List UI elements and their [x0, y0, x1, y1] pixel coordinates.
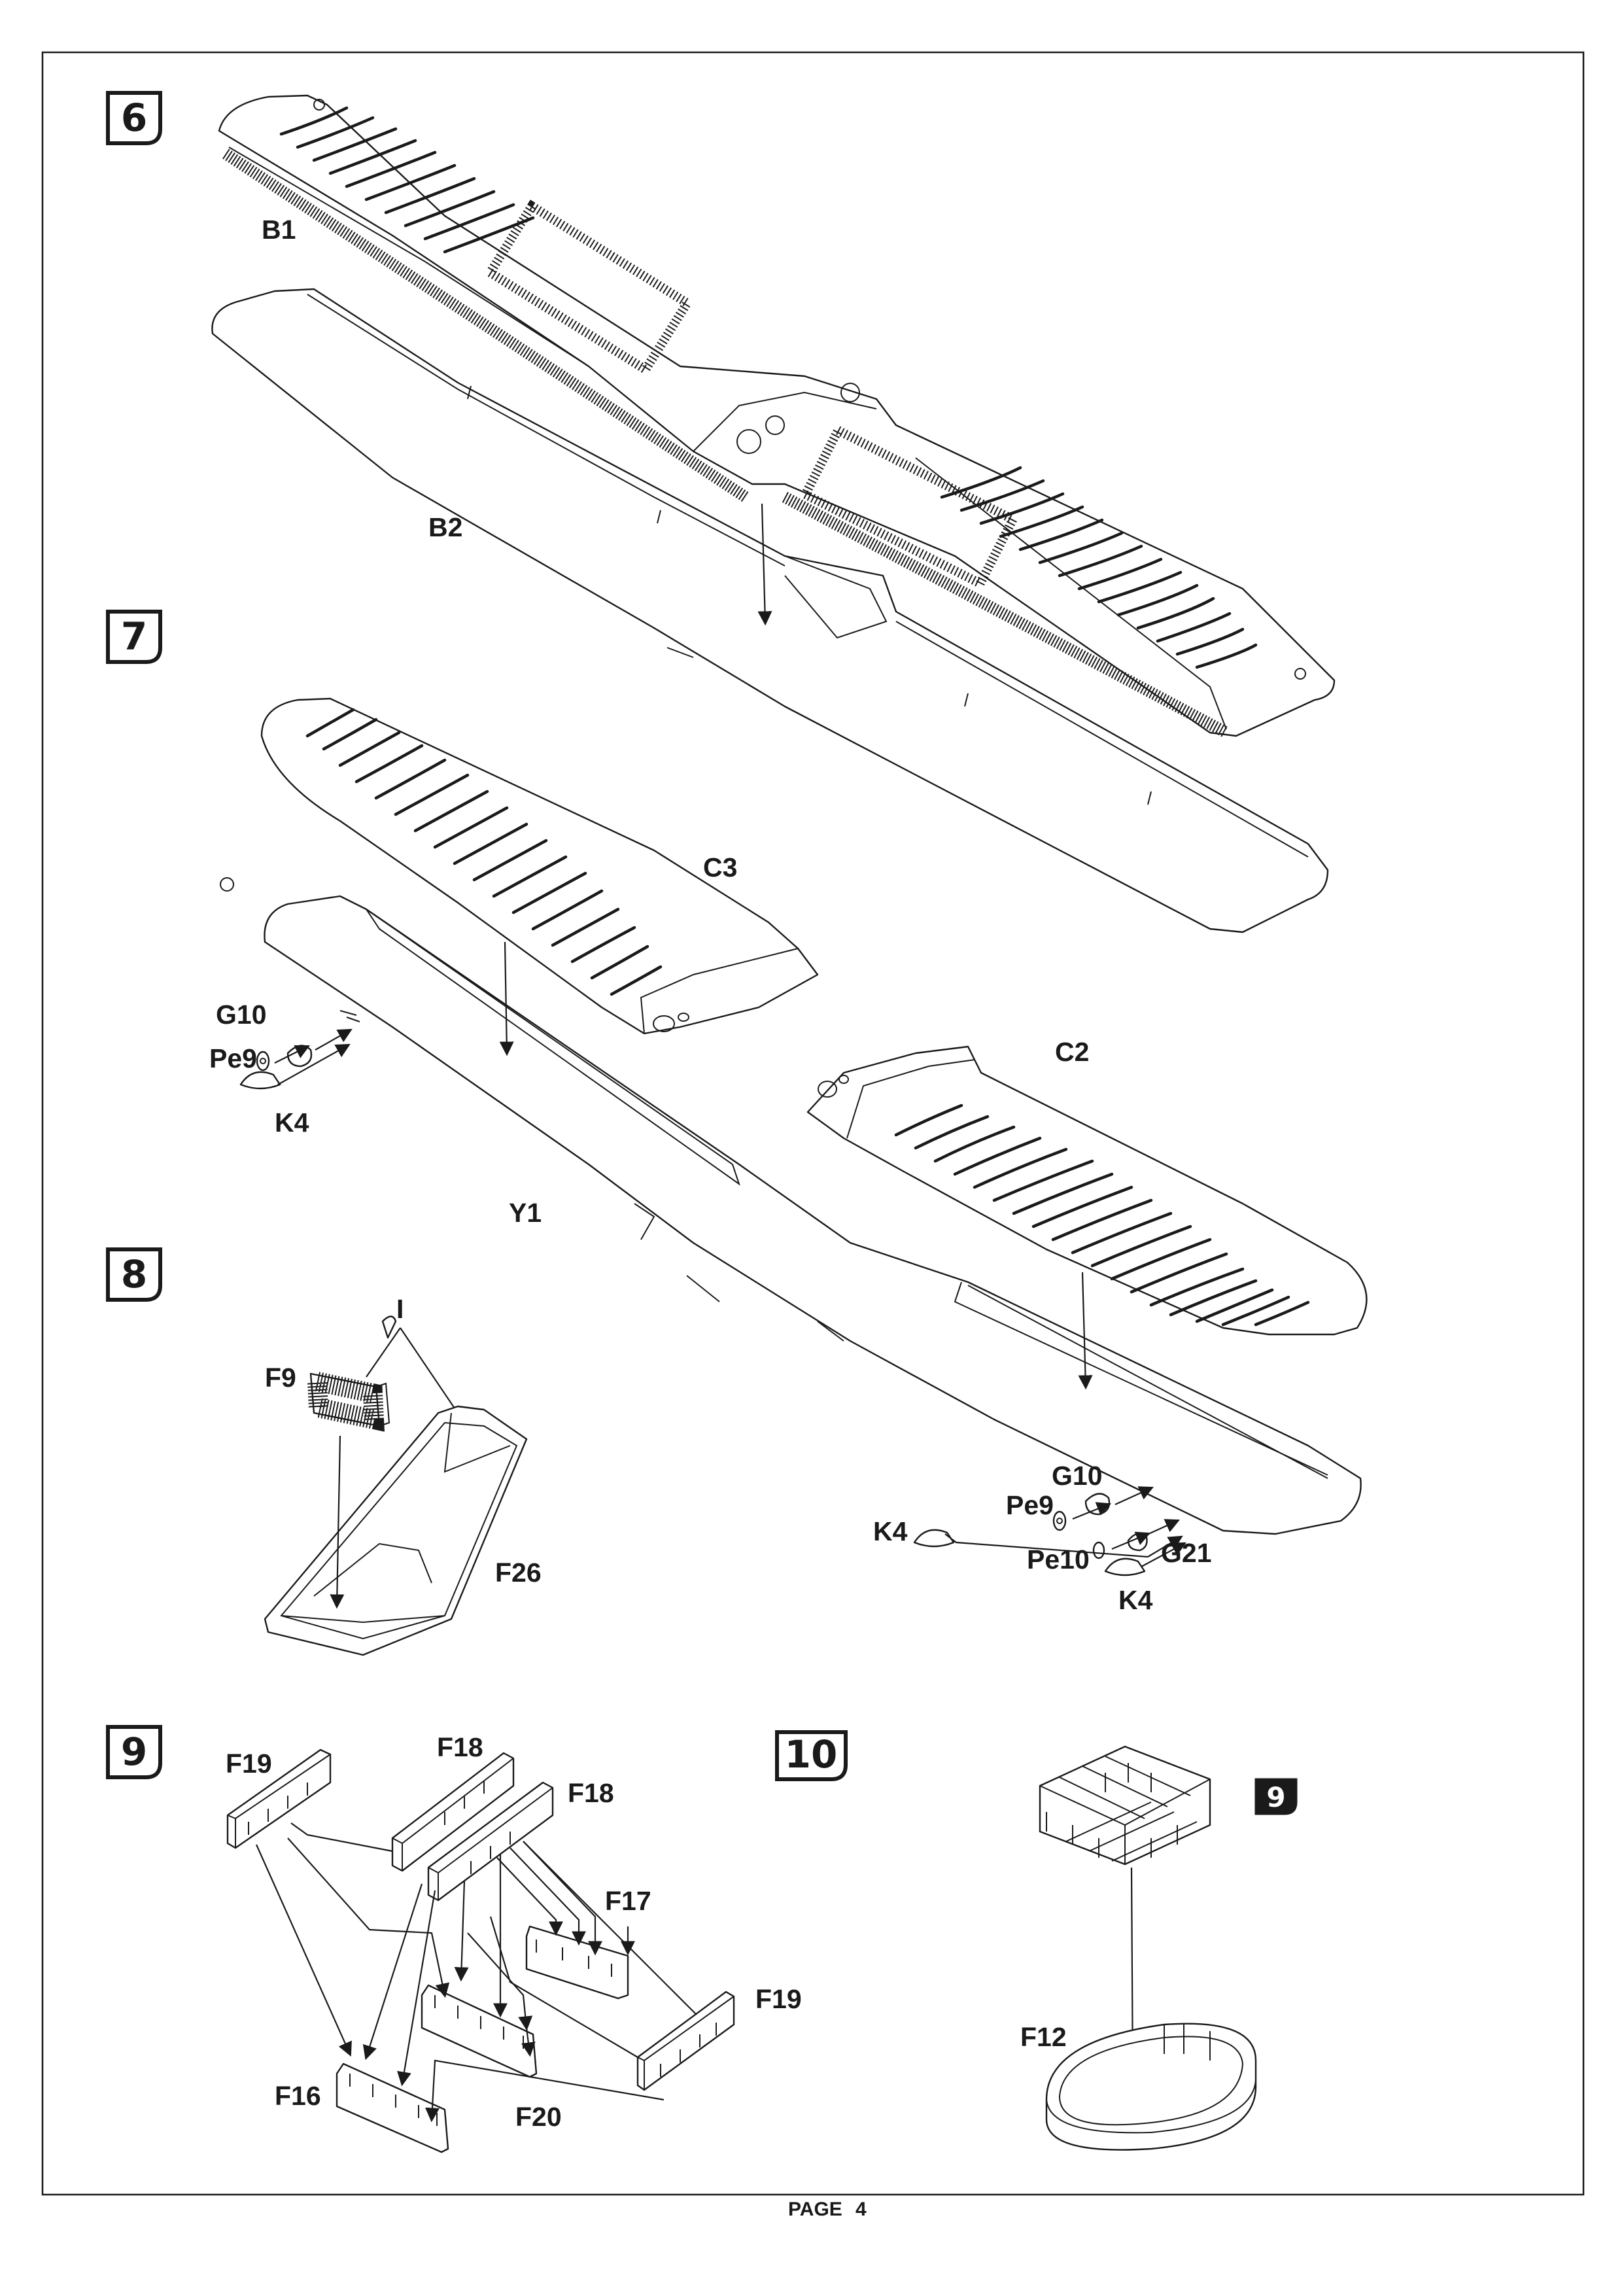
part-f19-top [226, 1748, 332, 1849]
label-c2: C2 [1055, 1037, 1089, 1067]
label-pe9-left: Pe9 [209, 1043, 257, 1073]
label-g21: G21 [1161, 1538, 1212, 1568]
label-k4-right-b: K4 [1118, 1585, 1153, 1615]
page-number: 4 [855, 2199, 867, 2220]
page-label: PAGE [788, 2199, 842, 2220]
part-f19-right [636, 1991, 735, 2091]
wing-b1-slots [279, 106, 1258, 669]
step-7: 7 [106, 610, 1368, 1615]
step-9-number: 9 [121, 1730, 147, 1774]
part-f26-seat [264, 1405, 528, 1656]
aileron-c2 [806, 1045, 1368, 1336]
label-k4-right-a: K4 [873, 1516, 908, 1546]
wing-lower-b2 [211, 288, 1329, 933]
label-g10-right: G10 [1052, 1461, 1103, 1491]
step-10-badge: 10 [775, 1730, 848, 1781]
step-6-badge: 6 [106, 91, 162, 145]
step-9-badge: 9 [106, 1725, 162, 1779]
wing-upper-b1 [218, 94, 1336, 738]
arrow-c3-to-y1 [499, 941, 514, 1056]
lead-f19-f18 [290, 1822, 393, 1852]
page-frame [41, 51, 1585, 2196]
label-f9: F9 [265, 1363, 296, 1393]
label-f12: F12 [1020, 2022, 1067, 2052]
step-10: 10 9 F12 [775, 1730, 1298, 2151]
right-hinge-parts [913, 1486, 1186, 1576]
step-9: 9 F19 F18 F18 [106, 1725, 802, 2153]
arrow-b1-to-b2 [757, 503, 772, 626]
label-f26: F26 [495, 1557, 542, 1588]
step-9-assembly-arrows [255, 1837, 697, 2123]
part-f18-a [391, 1752, 515, 1872]
step-6: 6 [106, 91, 1336, 933]
step-6-number: 6 [121, 96, 147, 140]
label-f16: F16 [275, 2081, 321, 2111]
part-f12-ring [1045, 2023, 1257, 2151]
label-f18-b: F18 [568, 1778, 614, 1808]
part-lattice-assembly [1039, 1745, 1211, 1866]
reference-step-number: 9 [1266, 1781, 1285, 1813]
label-pe10: Pe10 [1027, 1544, 1090, 1574]
aileron-c3 [260, 697, 819, 1035]
step-8-number: 8 [121, 1252, 147, 1296]
label-y1: Y1 [509, 1198, 542, 1228]
label-f19-a: F19 [226, 1748, 272, 1779]
label-b2: B2 [428, 512, 462, 542]
part-i-marker [366, 1315, 465, 1423]
label-f18-a: F18 [437, 1732, 483, 1762]
label-k4-left: K4 [275, 1107, 309, 1138]
label-f17: F17 [605, 1886, 651, 1916]
part-f18-b [427, 1781, 554, 1902]
part-f9-grille [307, 1369, 390, 1432]
label-i-mark: I [396, 1294, 404, 1324]
label-c3: C3 [703, 852, 737, 882]
arrow-c2-to-y1 [1078, 1272, 1093, 1390]
aileron-c3-slots [305, 708, 663, 996]
part-f17 [525, 1925, 629, 2000]
label-f20: F20 [515, 2102, 562, 2132]
label-pe9-right: Pe9 [1006, 1490, 1054, 1520]
reference-step-9-badge: 9 [1254, 1778, 1298, 1815]
step-7-badge: 7 [106, 610, 162, 664]
part-f16 [336, 2062, 449, 2153]
step-7-number: 7 [121, 614, 147, 659]
part-f20 [421, 1984, 538, 2078]
aileron-c2-slots [894, 1104, 1310, 1327]
label-g10-left: G10 [216, 1000, 267, 1030]
label-b1: B1 [262, 215, 296, 245]
step-8-badge: 8 [106, 1247, 162, 1302]
step-8: 8 F9 I F26 [106, 1247, 542, 1656]
wing-centre-y1 [264, 895, 1362, 1535]
label-f19-b: F19 [755, 1984, 802, 2014]
page-footer: PAGE 4 [788, 2199, 867, 2220]
detail-circle-marker [220, 877, 234, 892]
left-hinge-parts [239, 1028, 353, 1090]
step-10-number: 10 [785, 1732, 838, 1777]
